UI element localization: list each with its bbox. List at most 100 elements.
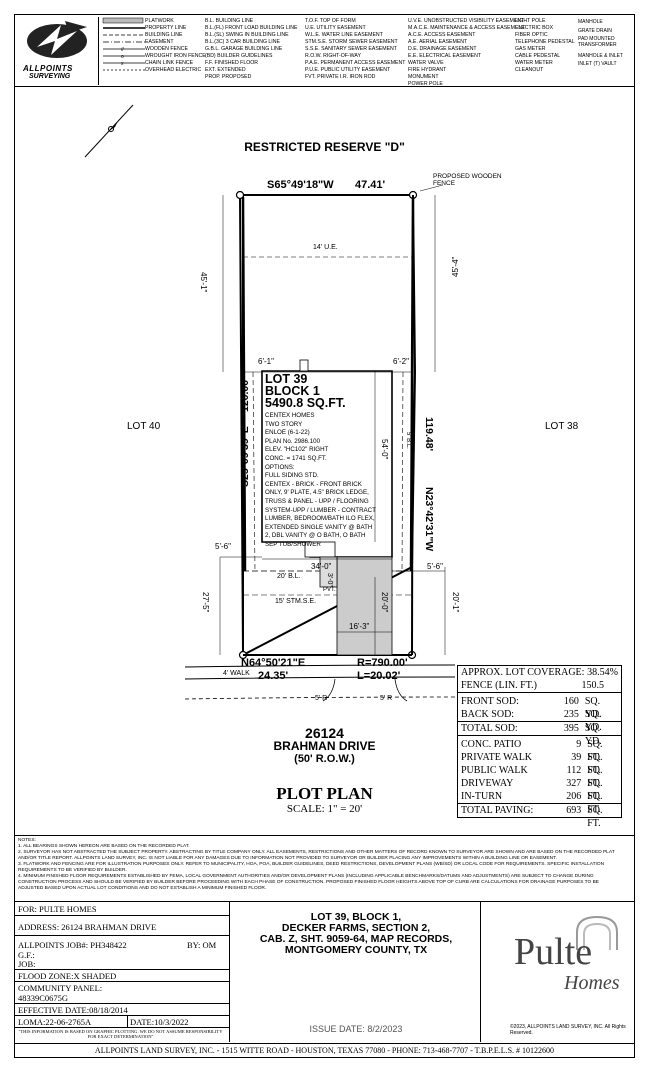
brand-sub: Homes (564, 972, 620, 994)
legend-item: G.B.L. GARAGE BUILDING LINE (205, 46, 283, 52)
curve-length: L=20.02' (357, 670, 401, 682)
plot-plan-title: PLOT PLAN (276, 784, 373, 803)
legend-item: CHAIN LINK FENCE (145, 60, 194, 66)
lot-coverage-value: 38.54% (587, 667, 618, 678)
legend-item: B.L.(3C) 3 CAR BUILDING LINE (205, 39, 280, 45)
top-distance: 47.41' (355, 179, 386, 191)
legend-col2: B.L. BUILDING LINE B.L.(FL) FRONT LOAD B… (205, 18, 297, 81)
private-walk (319, 556, 338, 588)
loma-number: LOMA:22-06-2765A (18, 1017, 92, 1027)
row-unit: SQ. FT. (587, 765, 603, 789)
legend-item: D.E. DRAINAGE EASEMENT (408, 46, 477, 52)
front-bl-label: 20' B.L. (277, 573, 301, 580)
legend-item: GAS METER (515, 46, 546, 52)
lot-40-label: LOT 40 (127, 421, 161, 432)
house-note: FULL SIDING STD. (265, 472, 319, 480)
row-unit: SQ. YD. (584, 709, 602, 733)
row-value: 235 (563, 709, 579, 720)
legend-item: MONUMENT (408, 74, 439, 80)
house-note: TRUSS & PANEL - UPP / FLOORING (265, 497, 369, 505)
legend-item: P.A.E. PERMANENT ACCESS EASEMENT (305, 60, 406, 66)
note-line: 2. SURVEYOR HAS NOT ABSTRACTED THE SUBJE… (18, 850, 615, 855)
legend-item: U.V.E. UNOBSTRUCTED VISIBILITY EASEMENT (408, 18, 525, 24)
row-label: BACK SOD: (461, 709, 515, 720)
legend-item: B.L.(SL) SWING IN BUILDING LINE (205, 32, 289, 38)
legend-item: CABLE PEDESTAL (515, 53, 561, 59)
house-note: LUMBER, BEDROOM/BATH ILO FLEX, (265, 515, 375, 523)
row-value: 9 (576, 739, 582, 750)
legal-line: LOT 39, BLOCK 1, (310, 911, 402, 923)
legal-line: CAB. Z, SHT. 9059-64, MAP RECORDS, (259, 933, 453, 945)
legend-item: POWER POLE (408, 81, 443, 87)
right-rear-dim: 45'-4" (451, 256, 460, 277)
legend-item: TELEPHONE PEDESTAL (515, 39, 575, 45)
legend-item: W.L.E. WATER LINE EASEMENT (305, 32, 383, 38)
front-distance: 24.35' (258, 670, 289, 682)
drive-depth: 20'-0" (380, 592, 389, 613)
legend-item: PLATWORK (145, 18, 174, 24)
row-unit: SQ. FT. (587, 778, 603, 802)
legend-item: M.A.C.E. MAINTENANCE & ACCESS EASEMENT (408, 25, 526, 31)
builder-brand: Pulte Homes ©2023, ALLPOINTS LAND SURVEY… (482, 902, 634, 1042)
legend-item: A.C.E. ACCESS EASEMENT (408, 32, 476, 38)
fence-value: 150.5 (581, 680, 605, 691)
house-note: SYSTEM-UPP / LUMBER - CONTRACT (265, 506, 376, 514)
legend-item: U.E. UTILITY EASEMENT (305, 25, 366, 31)
legend-item: BUILDING LINE (145, 32, 183, 38)
note-line: AND/OR TITLE REPORT. ALLPOINTS LAND SURV… (18, 856, 557, 861)
flood-zone: FLOOD ZONE:X SHADED (18, 971, 117, 981)
scale-label: SCALE: 1" = 20' (286, 803, 363, 815)
client-name: FOR: PULTE HOMES (18, 904, 97, 914)
legend-item: F.F. FINISHED FLOOR (205, 60, 259, 66)
logo-line2: SURVEYING (29, 73, 71, 80)
house-note: CENTEX HOMES (265, 412, 315, 419)
job-number: ALLPOINTS JOB#: PH348422 (18, 940, 127, 950)
house-note: TWO STORY (265, 420, 303, 428)
address-number: 26124 (305, 725, 344, 741)
legend-item: INLET (T) VAULT (578, 61, 617, 67)
disclaimer: "THIS INFORMATION IS BASED ON GRAPHIC PL… (18, 1029, 223, 1039)
right-bearing: N23°42'31"W (423, 487, 435, 552)
community-panel-label: COMMUNITY PANEL: (18, 983, 103, 993)
note-line: ADJUSTED BASED UPON ACTUAL LOT CONDITION… (18, 886, 267, 891)
row-label: FRONT SOD: (461, 696, 519, 707)
general-notes: NOTES: 1. ALL BEARINGS SHOWN HEREON ARE … (15, 835, 634, 902)
row-unit: SQ. FT. (587, 805, 603, 829)
legend-item: WOODEN FENCE (145, 46, 188, 52)
stm-se-label: 15' STM.S.E. (275, 598, 317, 605)
legend-item: EXT. EXTENDED (205, 67, 246, 73)
legal-line: DECKER FARMS, SECTION 2, (281, 922, 431, 934)
address-line: ADDRESS: 26124 BRAHMAN DRIVE (18, 922, 157, 932)
plot-drawing: RESTRICTED RESERVE "D" S65°49'18"W 47.41… (15, 87, 634, 835)
restricted-reserve-label: RESTRICTED RESERVE "D" (244, 140, 405, 154)
left-front-dim: 27'-5" (201, 592, 210, 613)
legend-line-symbols: // o x (102, 17, 145, 71)
legend-item: LIGHT POLE (515, 18, 546, 24)
job-info: FOR: PULTE HOMES ADDRESS: 26124 BRAHMAN … (15, 902, 230, 1042)
effective-date: EFFECTIVE DATE:08/18/2014 (18, 1005, 128, 1015)
row-unit: SQ. YD. (584, 696, 602, 720)
corner-monument-icon (235, 190, 245, 200)
plot-plan-sheet: ALLPOINTS SURVEYING // o x PLATWORK PROP… (14, 14, 635, 1058)
house-note: SEP TUB/SHOWER (265, 540, 321, 548)
legal-line: MONTGOMERY COUNTY, TX (284, 944, 428, 956)
job-line: JOB: (18, 959, 36, 969)
pvt-label: PVT. (323, 587, 336, 593)
legend-col3: T.O.F. TOP OF FORM U.E. UTILITY EASEMENT… (305, 18, 405, 81)
row-value: 39 (571, 752, 582, 763)
legend-item: PAD MOUNTED TRANSFORMER (578, 36, 617, 48)
company-footer: ALLPOINTS LAND SURVEY, INC. - 1515 WITTE… (15, 1043, 634, 1057)
radius-right: 5' R (380, 695, 393, 702)
house-note: OPTIONS: (265, 463, 295, 471)
left-setback-top: 6'-1" (258, 357, 274, 366)
lot-number: LOT 39 (265, 372, 308, 386)
legend-item: FIBER OPTIC (515, 32, 548, 38)
legend-item: CLEANOUT (515, 67, 544, 73)
